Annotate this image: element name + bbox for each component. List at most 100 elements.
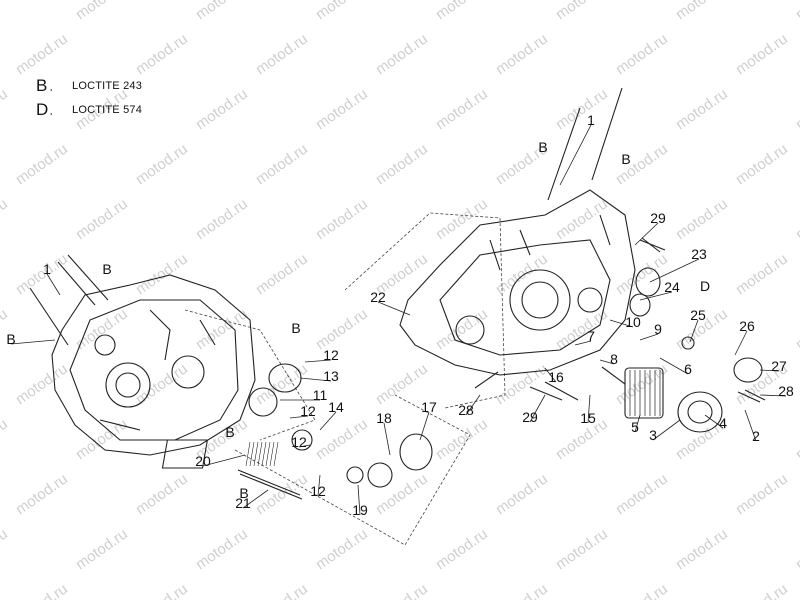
seal-ring: [629, 293, 651, 317]
legend-item-loctite-574: D ¸ LOCTITE 574: [36, 100, 142, 120]
bearing: [346, 466, 364, 484]
part-callout: 5: [631, 419, 639, 435]
part-callout: 11: [313, 387, 328, 403]
leader-line: [202, 454, 246, 467]
leader-line: [299, 377, 332, 382]
leader-line: [544, 367, 557, 383]
part-callout: B: [538, 139, 547, 155]
leader-line: [465, 394, 481, 416]
part-callout: 12: [310, 483, 326, 499]
part-callout: 28: [458, 402, 474, 418]
part-callout: 18: [376, 410, 392, 426]
part-callout: D: [700, 278, 710, 294]
leader-line: [659, 357, 689, 375]
leader-line: [639, 333, 659, 341]
right-shaft-bore: [455, 315, 485, 345]
left-bearing-bore-inner: [115, 372, 141, 398]
washer: [681, 336, 695, 350]
bolt: [641, 237, 661, 253]
left-bearing-bore: [105, 362, 151, 408]
leader-line: [759, 394, 787, 397]
part-callout: 29: [650, 210, 666, 226]
right-main-bore: [509, 269, 571, 331]
part-callout: 10: [625, 314, 641, 330]
part-callout: 26: [739, 318, 755, 334]
stud: [547, 107, 581, 201]
bolt: [639, 239, 666, 251]
leader-line: [689, 319, 699, 343]
filter-screen-mesh: [245, 441, 251, 467]
part-callout: 9: [654, 321, 662, 337]
filter-screen-mesh: [269, 441, 275, 467]
filter-screen-mesh: [257, 441, 263, 467]
leader-line: [652, 419, 681, 441]
bolt: [744, 389, 766, 401]
leader-line: [734, 330, 748, 356]
leader-line: [383, 422, 391, 456]
filter-screen-mesh: [253, 441, 259, 467]
part-callout: 16: [548, 369, 564, 385]
leader-line: [649, 258, 700, 283]
part-callout: 2: [752, 428, 760, 444]
part-callout: B: [102, 261, 111, 277]
part-callout: 24: [664, 279, 680, 295]
part-callout: 12: [300, 403, 316, 419]
leader-line: [599, 359, 615, 365]
stud: [29, 287, 69, 346]
oil-filter: [624, 367, 664, 419]
bearing: [248, 387, 278, 417]
leader-line: [559, 124, 592, 186]
bearing: [399, 433, 433, 471]
filter-screen-mesh: [249, 441, 255, 467]
part-callout: 17: [421, 399, 437, 415]
filter-cover-inner: [687, 400, 713, 424]
right-small-bore: [577, 287, 603, 313]
leader-line: [574, 340, 592, 346]
part-callout: 21: [235, 495, 251, 511]
bearing: [367, 462, 393, 488]
part-callout: 25: [690, 307, 706, 323]
leader-line: [529, 394, 546, 423]
bolt: [474, 371, 499, 389]
part-callout: B: [239, 485, 248, 501]
part-callout: B: [291, 320, 300, 336]
leader-line: [744, 409, 757, 442]
guide-line: [184, 309, 316, 441]
bolt: [601, 366, 626, 385]
part-callout: 12: [291, 434, 307, 450]
filter-cover: [677, 391, 723, 433]
legend-text: LOCTITE 243: [72, 80, 143, 92]
guide-line: [344, 212, 506, 409]
legend-letter: B: [36, 76, 48, 95]
part-callout: 12: [323, 347, 339, 363]
leader-line: [46, 273, 61, 296]
leader-line: [704, 414, 724, 429]
right-crankcase-inner: [439, 239, 611, 356]
part-callout: B: [621, 151, 630, 167]
stud: [67, 254, 109, 301]
leader-line: [289, 415, 309, 419]
part-callout: B: [6, 331, 15, 347]
part-callout: 3: [649, 427, 657, 443]
leader-line: [304, 359, 332, 363]
part-callout: 23: [691, 246, 707, 262]
watermark-text: motod.ru: [793, 0, 800, 23]
part-callout: 13: [323, 368, 339, 384]
part-callout: 15: [580, 410, 596, 426]
filter-screen-mesh: [273, 441, 279, 467]
legend-text: LOCTITE 574: [72, 104, 143, 116]
leader-line: [317, 474, 321, 497]
bolt: [529, 386, 563, 401]
shaft: [237, 469, 301, 496]
drop-icon: ¸: [50, 81, 53, 91]
left-ribs: [99, 309, 216, 431]
part-callout: 20: [195, 453, 211, 469]
part-callout: 29: [522, 409, 538, 425]
seal-ring: [635, 267, 661, 297]
leader-line: [377, 301, 411, 316]
guide-line: [234, 394, 471, 546]
